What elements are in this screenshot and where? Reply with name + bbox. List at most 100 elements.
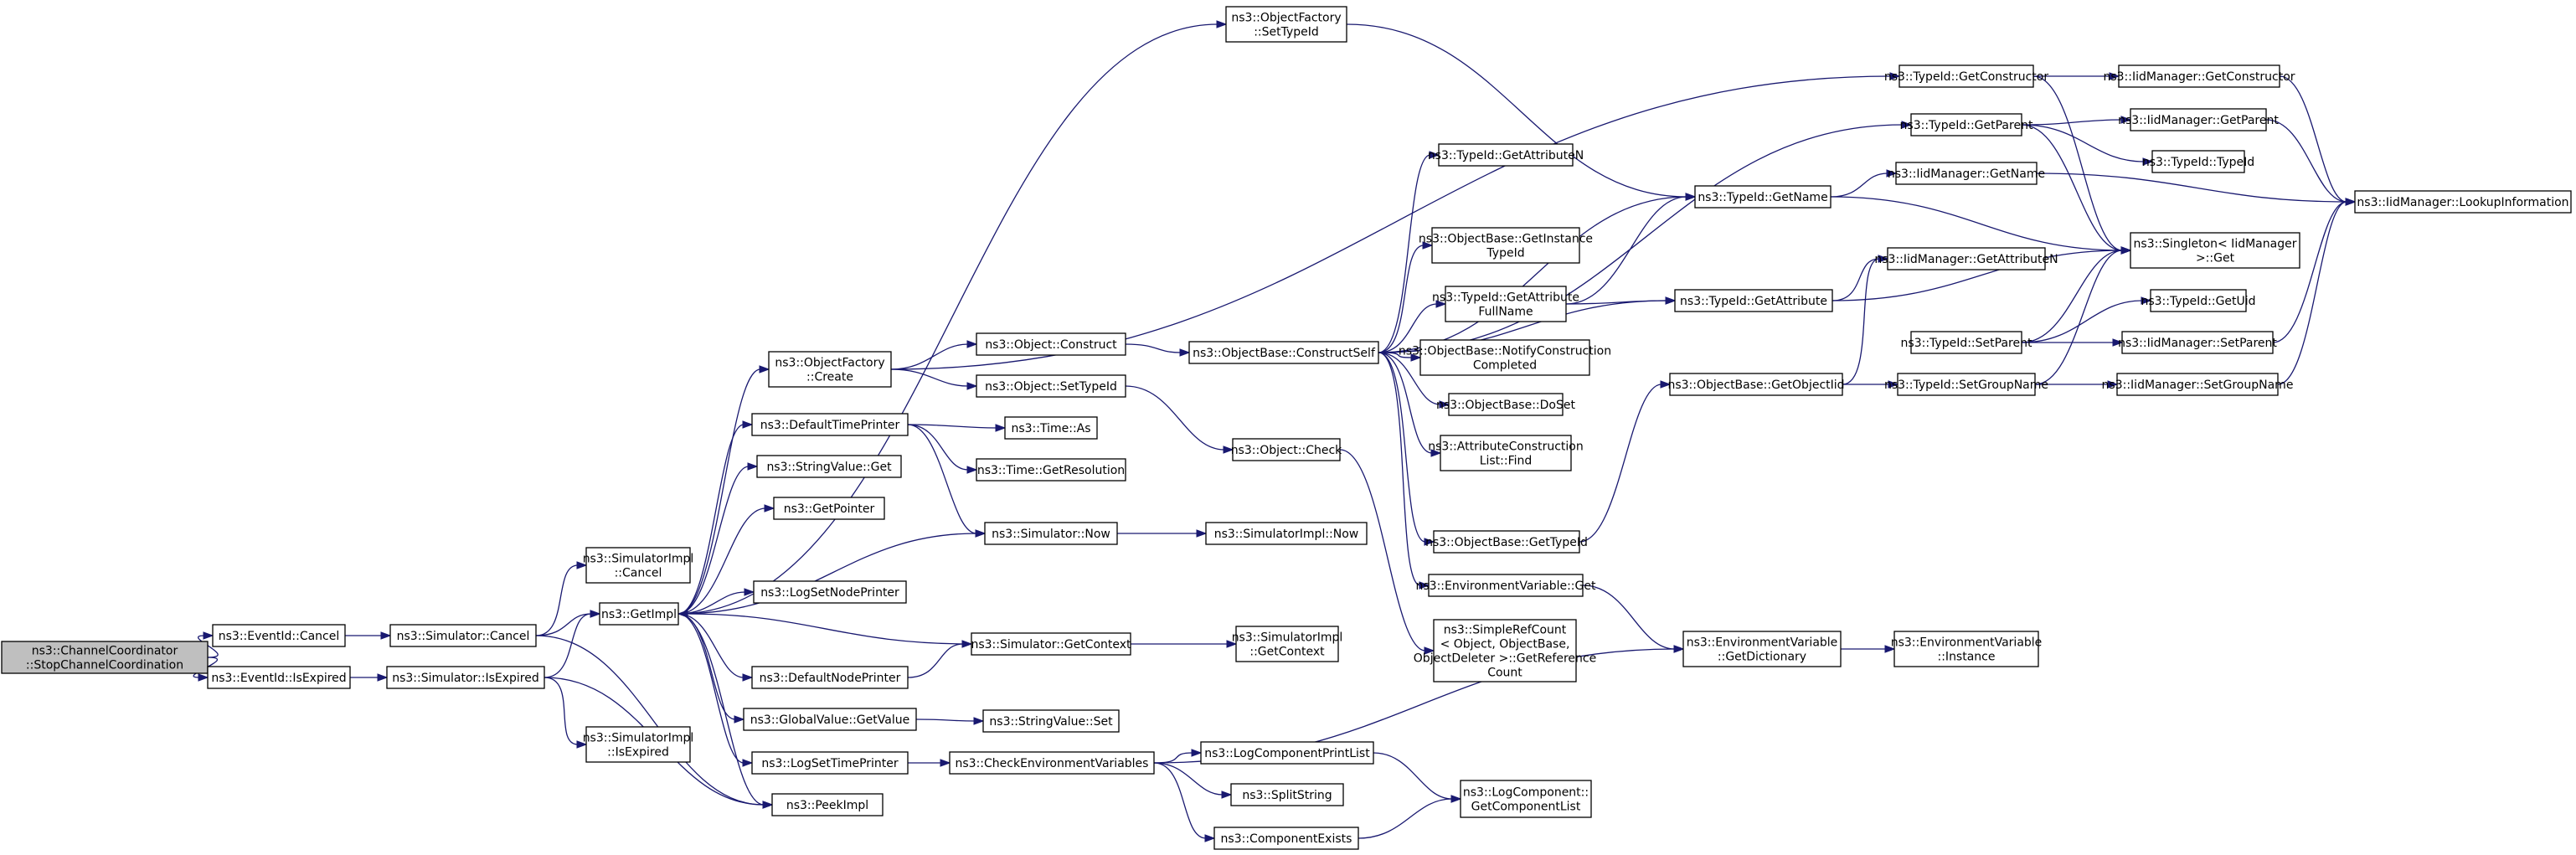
node-defNodePrinter[interactable]: ns3::DefaultNodePrinter (751, 666, 909, 689)
node-simCancel[interactable]: ns3::Simulator::Cancel (389, 624, 537, 647)
node-box (389, 624, 537, 647)
node-splitString[interactable]: ns3::SplitString (1230, 783, 1344, 806)
edge-arrowhead (2112, 338, 2124, 347)
node-checkEnv[interactable]: ns3::CheckEnvironmentVariables (949, 751, 1155, 775)
node-obDoSet[interactable]: ns3::ObjectBase::DoSet (1436, 393, 1575, 416)
node-iidGetParent[interactable]: ns3::IidManager::GetParent (2118, 108, 2279, 131)
node-box (1910, 113, 2022, 136)
node-timeGetRes[interactable]: ns3::Time::GetResolution (976, 458, 1126, 482)
node-box (753, 580, 907, 604)
edge-line (907, 424, 997, 429)
node-box (207, 666, 351, 689)
edge-arrowhead (1435, 300, 1447, 308)
node-logCompPrint[interactable]: ns3::LogComponentPrintList (1200, 741, 1374, 765)
node-singletonGet[interactable]: ns3::Singleton< IidManager>::Get (2130, 232, 2300, 269)
node-logSetTime[interactable]: ns3::LogSetTimePrinter (751, 751, 909, 775)
call-edge-ofCreate-to-objSetTypeId (890, 368, 978, 390)
node-defTimePrinter[interactable]: ns3::DefaultTimePrinter (751, 413, 909, 436)
node-box (984, 522, 1118, 545)
node-tidGetName[interactable]: ns3::TypeId::GetName (1694, 185, 1832, 209)
node-iidSetGroup[interactable]: ns3::IidManager::SetGroupName (2102, 373, 2294, 396)
node-objCheck[interactable]: ns3::Object::Check (1231, 438, 1342, 461)
node-simImplGetCtx[interactable]: ns3::SimulatorImpl::GetContext (1232, 626, 1343, 662)
node-box (1910, 331, 2022, 354)
node-label: ns3::TypeId::GetAttributeN (1428, 149, 1584, 162)
node-simpleRef[interactable]: ns3::SimpleRefCount< Object, ObjectBase,… (1414, 619, 1596, 682)
edge-arrowhead (995, 424, 1007, 432)
edge-arrowhead (1450, 795, 1462, 803)
call-edge-getImpl-to-ofCreate (677, 365, 770, 615)
node-simImplIsExp[interactable]: ns3::SimulatorImpl::IsExpired (583, 726, 694, 763)
node-evIsExp[interactable]: ns3::EventId::IsExpired (207, 666, 351, 689)
node-iidLookup[interactable]: ns3::IidManager::LookupInformation (2354, 190, 2572, 214)
node-simIsExp[interactable]: ns3::Simulator::IsExpired (386, 666, 545, 689)
node-label: ns3::EventId::IsExpired (211, 672, 346, 685)
node-tidGetParent[interactable]: ns3::TypeId::GetParent (1900, 113, 2033, 136)
node-objSetTypeId[interactable]: ns3::Object::SetTypeId (976, 374, 1126, 398)
node-box (1460, 780, 1592, 818)
node-label: ::IsExpired (607, 746, 669, 760)
node-tidTypeId[interactable]: ns3::TypeId::TypeId (2142, 150, 2254, 173)
node-ofSetTypeId[interactable]: ns3::ObjectFactory::SetTypeId (1225, 6, 1347, 43)
node-label: ns3::DefaultNodePrinter (760, 672, 901, 685)
node-objConstruct[interactable]: ns3::Object::Construct (976, 332, 1126, 356)
node-envInstance[interactable]: ns3::EnvironmentVariable::Instance (1891, 631, 2043, 667)
node-tidGetUid[interactable]: ns3::TypeId::GetUid (2141, 289, 2256, 312)
node-iidSetParent[interactable]: ns3::IidManager::SetParent (2118, 331, 2277, 354)
node-iidGetAttrN[interactable]: ns3::IidManager::GetAttributeN (1874, 247, 2058, 270)
node-iidGetName[interactable]: ns3::IidManager::GetName (1888, 162, 2045, 185)
node-tidGetAttr[interactable]: ns3::TypeId::GetAttribute (1674, 289, 1833, 312)
node-envGet[interactable]: ns3::EnvironmentVariable::Get (1416, 574, 1596, 597)
node-iidGetConstructor[interactable]: ns3::IidManager::GetConstructor (2103, 64, 2295, 88)
node-strSet[interactable]: ns3::StringValue::Set (982, 709, 1120, 733)
edge-arrowhead (742, 759, 754, 767)
node-logSetNode[interactable]: ns3::LogSetNodePrinter (753, 580, 907, 604)
node-envGetDict[interactable]: ns3::EnvironmentVariable::GetDictionary (1682, 631, 1842, 667)
node-label: ns3::StringValue::Get (766, 461, 892, 474)
node-tidGetConstructor[interactable]: ns3::TypeId::GetConstructor (1884, 64, 2048, 88)
call-edge-getImpl-to-logSetNode (677, 588, 755, 615)
node-label: ns3::SimulatorImpl (583, 732, 694, 745)
nodes-layer: ns3::ChannelCoordinator::StopChannelCoor… (1, 6, 2572, 850)
node-peekImpl[interactable]: ns3::PeekImpl (771, 793, 884, 816)
node-strGet[interactable]: ns3::StringValue::Get (756, 455, 902, 478)
node-simGetContext[interactable]: ns3::Simulator::GetContext (971, 632, 1131, 656)
node-getImpl[interactable]: ns3::GetImpl (599, 602, 679, 626)
node-logGetCompList[interactable]: ns3::LogComponent::GetComponentList (1460, 780, 1592, 818)
node-root[interactable]: ns3::ChannelCoordinator::StopChannelCoor… (1, 641, 209, 674)
node-evCancel[interactable]: ns3::EventId::Cancel (212, 624, 346, 647)
node-label: ns3::Time::GetResolution (977, 464, 1125, 477)
edge-line (544, 677, 579, 745)
edge-arrowhead (2141, 296, 2152, 305)
node-box (976, 458, 1126, 482)
node-tidGetAttrN[interactable]: ns3::TypeId::GetAttributeN (1428, 143, 1584, 167)
call-edge-checkEnv-to-logCompPrint (1153, 749, 1203, 764)
node-obGetTypeId[interactable]: ns3::ObjectBase::GetTypeId (1425, 530, 1588, 554)
node-gvGetValue[interactable]: ns3::GlobalValue::GetValue (743, 708, 917, 731)
node-obGetObjectIid[interactable]: ns3::ObjectBase::GetObjectIid (1667, 373, 1845, 396)
node-obConstructSelf[interactable]: ns3::ObjectBase::ConstructSelf (1188, 341, 1379, 364)
edge-line (2021, 124, 2123, 251)
node-box (976, 332, 1126, 356)
node-label: ns3::ComponentExists (1221, 832, 1352, 846)
node-label: ns3::Object::Construct (985, 338, 1117, 352)
edge-line (677, 466, 750, 615)
node-tidSetParent[interactable]: ns3::TypeId::SetParent (1901, 331, 2032, 354)
edge-arrowhead (1419, 581, 1430, 590)
node-tidSetGroup[interactable]: ns3::TypeId::SetGroupName (1884, 373, 2048, 396)
edge-line (2272, 201, 2347, 343)
call-edge-compExists-to-logGetCompList (1358, 795, 1462, 839)
node-simImplNow[interactable]: ns3::SimulatorImpl::Now (1205, 522, 1368, 545)
node-obNotify[interactable]: ns3::ObjectBase::NotifyConstructionCompl… (1399, 339, 1611, 376)
node-simImplCancel[interactable]: ns3::SimulatorImpl::Cancel (583, 547, 694, 584)
node-ofCreate[interactable]: ns3::ObjectFactory::Create (768, 351, 892, 388)
edge-arrowhead (1179, 348, 1191, 357)
node-simNow[interactable]: ns3::Simulator::Now (984, 522, 1118, 545)
node-compExists[interactable]: ns3::ComponentExists (1213, 827, 1359, 850)
call-edge-envGet-to-envGetDict (1582, 585, 1685, 653)
node-timeAs[interactable]: ns3::Time::As (1004, 416, 1098, 440)
node-getPointer[interactable]: ns3::GetPointer (773, 497, 885, 520)
